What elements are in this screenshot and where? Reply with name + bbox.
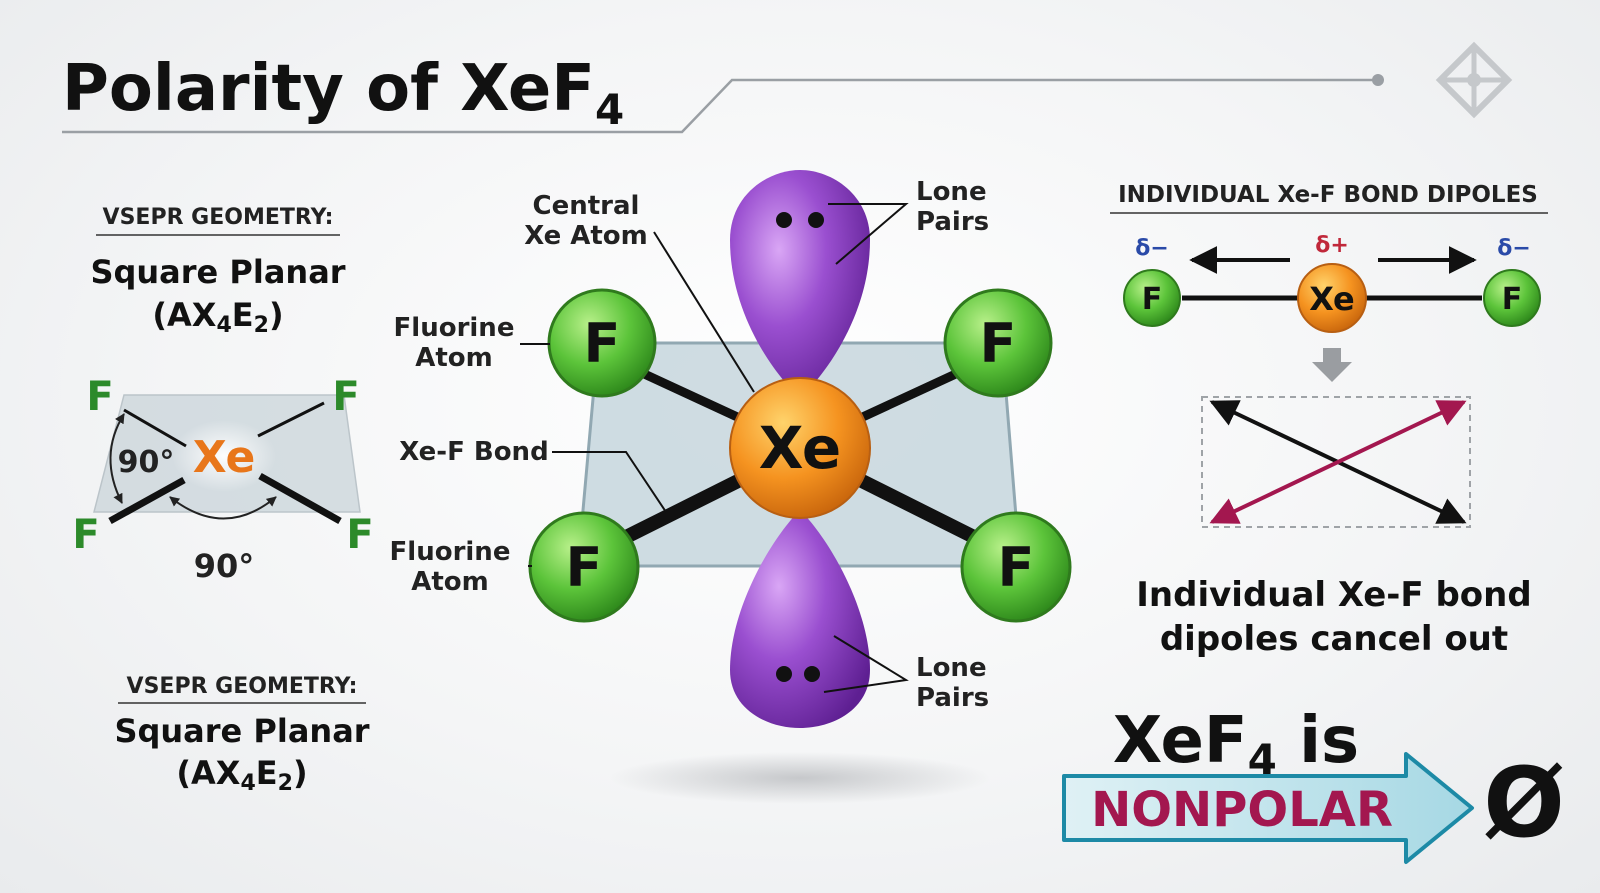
fluorine-atom-tr-label: F: [980, 312, 1017, 375]
title-underline: [62, 78, 1378, 134]
dipole-fluorine-right: [1483, 269, 1541, 327]
page-title: Polarity of XeF4: [62, 52, 624, 134]
dipoles-heading: INDIVIDUAL Xe-F BOND DIPOLES: [1118, 182, 1538, 208]
mini-xenon: Xe: [193, 432, 256, 483]
leader-bond: [552, 451, 667, 513]
mini-angle-arc-bottom: [169, 496, 277, 520]
delta-plus: δ+: [1315, 233, 1349, 258]
vsepr-top-shape: Square Planar: [90, 253, 345, 291]
delta-minus-left: δ−: [1135, 236, 1169, 261]
conclusion-headline: XeF4 is: [1113, 704, 1359, 784]
vsepr-bottom-formula: (AX4E2): [176, 754, 307, 796]
title-line-dot: [1372, 74, 1384, 86]
label-xe-f-bond: Xe-F Bond: [399, 437, 548, 467]
fluorine-atom-br: [960, 511, 1072, 623]
fluorine-atom-tl-label: F: [584, 312, 621, 375]
dipole-fluorine-left: [1123, 269, 1181, 327]
lone-pair-dot: [776, 212, 792, 228]
mini-fluorine-br: F: [346, 512, 373, 558]
vsepr-top-heading: VSEPR GEOMETRY:: [103, 205, 334, 230]
mini-fluorine-tr: F: [332, 374, 359, 420]
down-arrow-icon: [1312, 348, 1352, 382]
dipole-xenon-label: Xe: [1309, 280, 1355, 318]
conclusion-block: XeF4 is NONPOLAR Ø: [1062, 704, 1565, 864]
mini-fluorine-tl: F: [86, 374, 113, 420]
vsepr-bottom-block: VSEPR GEOMETRY: Square Planar (AX4E2): [114, 674, 369, 796]
xenon-atom-label: Xe: [759, 414, 842, 482]
null-symbol: Ø: [1483, 747, 1565, 859]
cancellation-box: [1201, 396, 1471, 528]
lone-pair-dot: [808, 212, 824, 228]
mini-xe-glow: [172, 420, 276, 492]
fluorine-atom-bl-label: F: [566, 536, 603, 599]
lone-pair-lobe-bottom: [730, 510, 870, 728]
dipole-fluorine-right-label: F: [1502, 282, 1523, 317]
vsepr-top-block: VSEPR GEOMETRY: Square Planar (AX4E2): [90, 205, 345, 338]
xenon-atom: [729, 377, 871, 519]
mini-fluorine-bl: F: [72, 512, 99, 558]
lone-pair-dot: [804, 666, 820, 682]
leader-lone-bottom: [823, 635, 909, 693]
dipole-xenon: [1297, 263, 1367, 333]
delta-minus-right: δ−: [1497, 236, 1531, 261]
vsepr-bottom-heading: VSEPR GEOMETRY:: [127, 674, 358, 699]
diamond-compass-icon: [1435, 41, 1513, 119]
nonpolar-arrow: [1062, 752, 1474, 864]
mini-square-planar-diagram: F F F F Xe 90° 90°: [72, 374, 373, 585]
molecule-shadow: [610, 752, 990, 804]
title-main: Polarity of XeF: [62, 52, 595, 126]
vsepr-top-formula: (AX4E2): [152, 296, 283, 338]
leader-central: [653, 231, 755, 393]
vsepr-bottom-shape: Square Planar: [114, 712, 369, 750]
mini-angle-bottom: 90°: [194, 547, 255, 585]
nonpolar-badge: NONPOLAR: [1091, 782, 1393, 838]
title-subscript: 4: [595, 85, 624, 134]
dipole-fluorine-left-label: F: [1142, 282, 1163, 317]
lone-pair-lobe-top: [730, 170, 870, 398]
bond-dipoles-panel: INDIVIDUAL Xe-F BOND DIPOLES δ− δ+ δ− F …: [1110, 182, 1548, 659]
fluorine-atom-br-label: F: [998, 536, 1035, 599]
mini-angle-arc-left: [109, 413, 125, 504]
lone-pair-dot: [776, 666, 792, 682]
title-block: Polarity of XeF4: [62, 52, 1384, 134]
cancel-vector-red: [1209, 400, 1467, 524]
mini-angle-left: 90°: [118, 445, 175, 480]
leader-lone-top: [828, 203, 909, 265]
fluorine-atom-tr: [943, 288, 1053, 398]
